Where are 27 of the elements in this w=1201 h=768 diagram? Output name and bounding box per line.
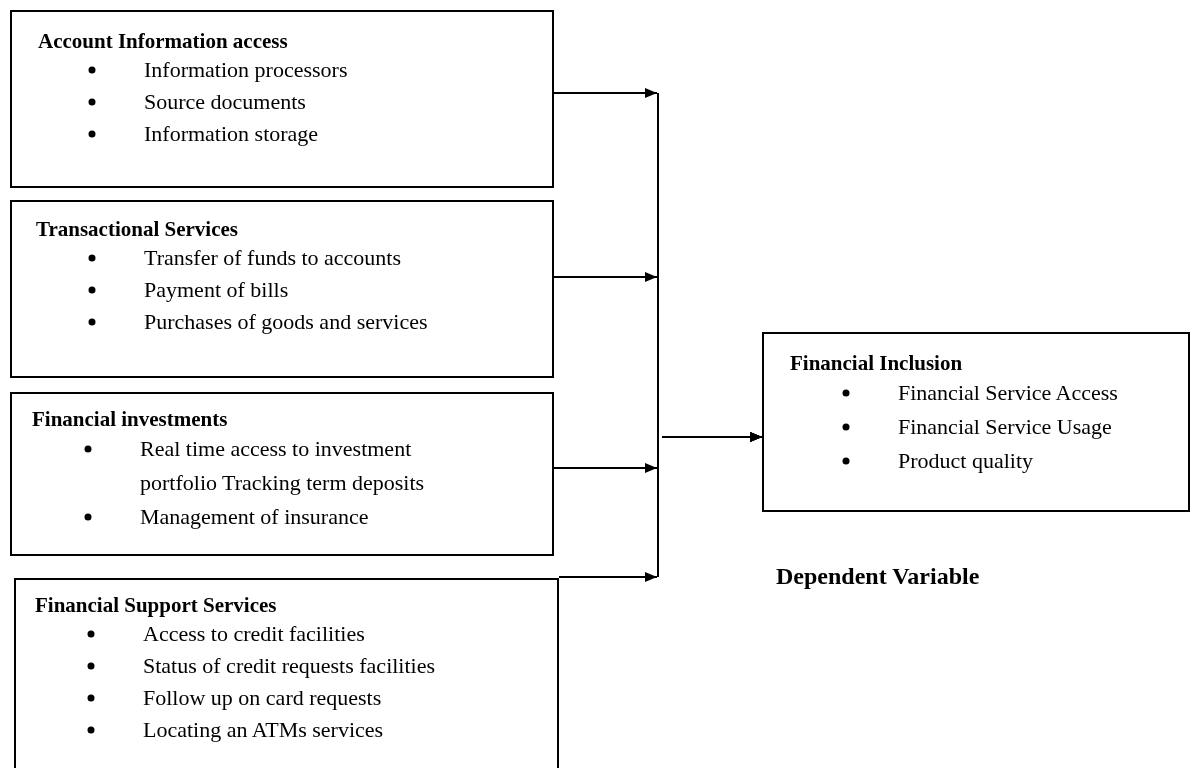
bullet-item: Locating an ATMs services xyxy=(87,714,547,746)
box-heading: Financial Support Services xyxy=(35,592,278,618)
text-box xyxy=(10,10,554,188)
bullet-item: Transfer of funds to accounts xyxy=(88,242,542,274)
box-heading: Financial investments xyxy=(32,406,229,432)
text-box xyxy=(10,392,554,556)
box-heading: Account Information access xyxy=(38,28,289,54)
bullet-item: Purchases of goods and services xyxy=(88,306,542,338)
bullet-item: Financial Service Usage xyxy=(842,410,1178,444)
bullet-item: Product quality xyxy=(842,444,1178,478)
bullet-item: Financial Service Access xyxy=(842,376,1178,410)
bullet-item: Information storage xyxy=(88,118,542,150)
text-box xyxy=(14,578,559,768)
bullet-item: Real time access to investment portfolio Tracking term deposits xyxy=(84,432,484,500)
bullet-item: Information processors xyxy=(88,54,542,86)
bullet-item: Payment of bills xyxy=(88,274,542,306)
bullet-item: Source documents xyxy=(88,86,542,118)
variable-label: Dependent Variable xyxy=(776,563,980,590)
text-box xyxy=(762,332,1190,512)
bullet-item: Status of credit requests facilities xyxy=(87,650,547,682)
box-heading: Transactional Services xyxy=(36,216,239,242)
box-heading: Financial Inclusion xyxy=(790,350,964,376)
bullet-item: Management of insurance xyxy=(84,500,484,534)
text-box xyxy=(10,200,554,378)
arrow xyxy=(558,432,763,582)
bullet-item: Access to credit facilities xyxy=(87,618,547,650)
bullet-item: Follow up on card requests xyxy=(87,682,547,714)
